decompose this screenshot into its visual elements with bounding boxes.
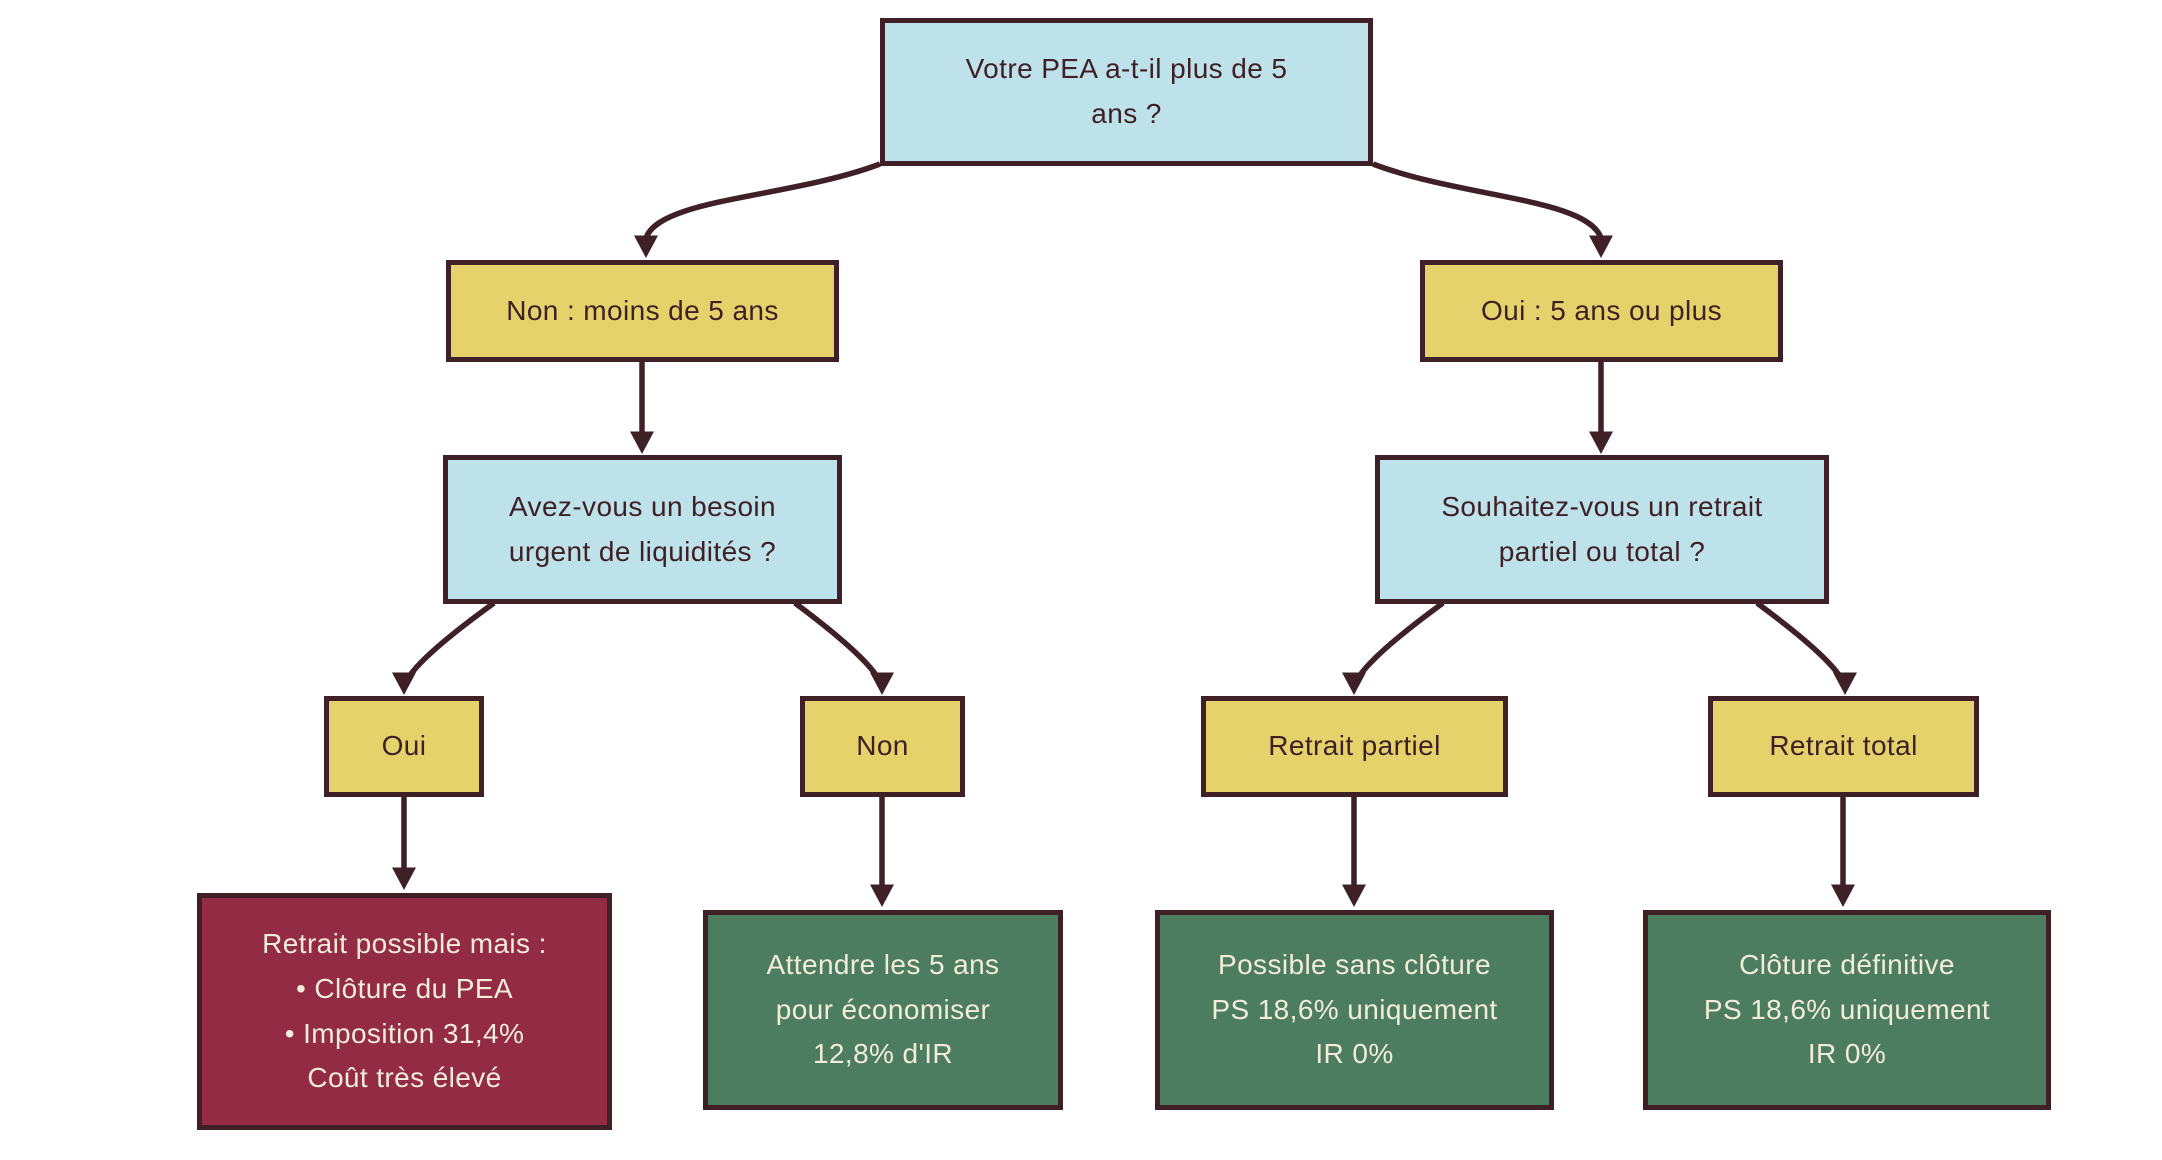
- node-line: Attendre les 5 ans: [766, 948, 1000, 980]
- node-line: Non: [856, 730, 909, 762]
- node-line: urgent de liquidités ?: [508, 535, 777, 567]
- node-line: IR 0%: [1807, 1038, 1887, 1070]
- node-line: Retrait possible mais :: [262, 927, 547, 959]
- arrow-root-to-oui: [1372, 161, 1613, 258]
- node-line: • Clôture du PEA: [296, 972, 513, 1004]
- node-line: ans ?: [1091, 98, 1162, 129]
- node-line: • Imposition 31,4%: [284, 1017, 525, 1049]
- node-line: partiel ou total ?: [1498, 535, 1706, 567]
- node-line: PS 18,6% uniquement: [1211, 993, 1498, 1025]
- node-outcome-retrait-partiel: Possible sans clôture PS 18,6% uniquemen…: [1155, 910, 1554, 1110]
- arrow-root-to-non: [634, 161, 881, 258]
- node-line: Coût très élevé: [307, 1062, 502, 1094]
- node-line: Non : moins de 5 ans: [506, 294, 779, 326]
- arrow-retrait-to-total: [1755, 600, 1857, 695]
- node-question-retrait-partiel-total: Souhaitez-vous un retrait partiel ou tot…: [1375, 455, 1829, 604]
- node-outcome-attendre-5-ans: Attendre les 5 ans pour économiser 12,8%…: [703, 910, 1063, 1110]
- node-line: Oui: [381, 730, 427, 762]
- node-line: IR 0%: [1315, 1038, 1394, 1070]
- node-root-question: Votre PEA a-t-il plus de 5 ans ?: [880, 18, 1373, 166]
- node-line: Avez-vous un besoin: [508, 490, 777, 522]
- node-line: Votre PEA a-t-il plus de 5: [965, 53, 1288, 85]
- node-line: PS 18,6% uniquement: [1703, 993, 1991, 1025]
- node-line: Retrait total: [1769, 730, 1918, 762]
- node-branch-oui-5-ans-ou-plus: Oui : 5 ans ou plus: [1420, 260, 1783, 362]
- node-line: Oui : 5 ans ou plus: [1480, 294, 1723, 326]
- arrow-liquidites-to-oui: [392, 600, 496, 695]
- arrow-liquidites-to-non: [793, 600, 894, 695]
- node-line: 12,8% d'IR: [812, 1038, 954, 1070]
- node-line: pour économiser: [775, 993, 991, 1025]
- node-outcome-retrait-total: Clôture définitive PS 18,6% uniquement I…: [1643, 910, 2051, 1110]
- node-choice-non: Non: [800, 696, 965, 797]
- node-line: Retrait partiel: [1268, 730, 1441, 762]
- arrow-retrait-to-partiel: [1342, 600, 1445, 695]
- node-choice-retrait-total: Retrait total: [1708, 696, 1979, 797]
- node-branch-non-moins-5-ans: Non : moins de 5 ans: [446, 260, 839, 362]
- node-choice-oui: Oui: [324, 696, 484, 797]
- node-line: Clôture définitive: [1739, 948, 1955, 980]
- node-question-liquidites: Avez-vous un besoin urgent de liquidités…: [443, 455, 842, 604]
- node-line: Souhaitez-vous un retrait: [1441, 490, 1763, 522]
- node-outcome-retrait-anticipe: Retrait possible mais : • Clôture du PEA…: [197, 893, 612, 1130]
- node-choice-retrait-partiel: Retrait partiel: [1201, 696, 1508, 797]
- node-line: Possible sans clôture: [1218, 948, 1491, 980]
